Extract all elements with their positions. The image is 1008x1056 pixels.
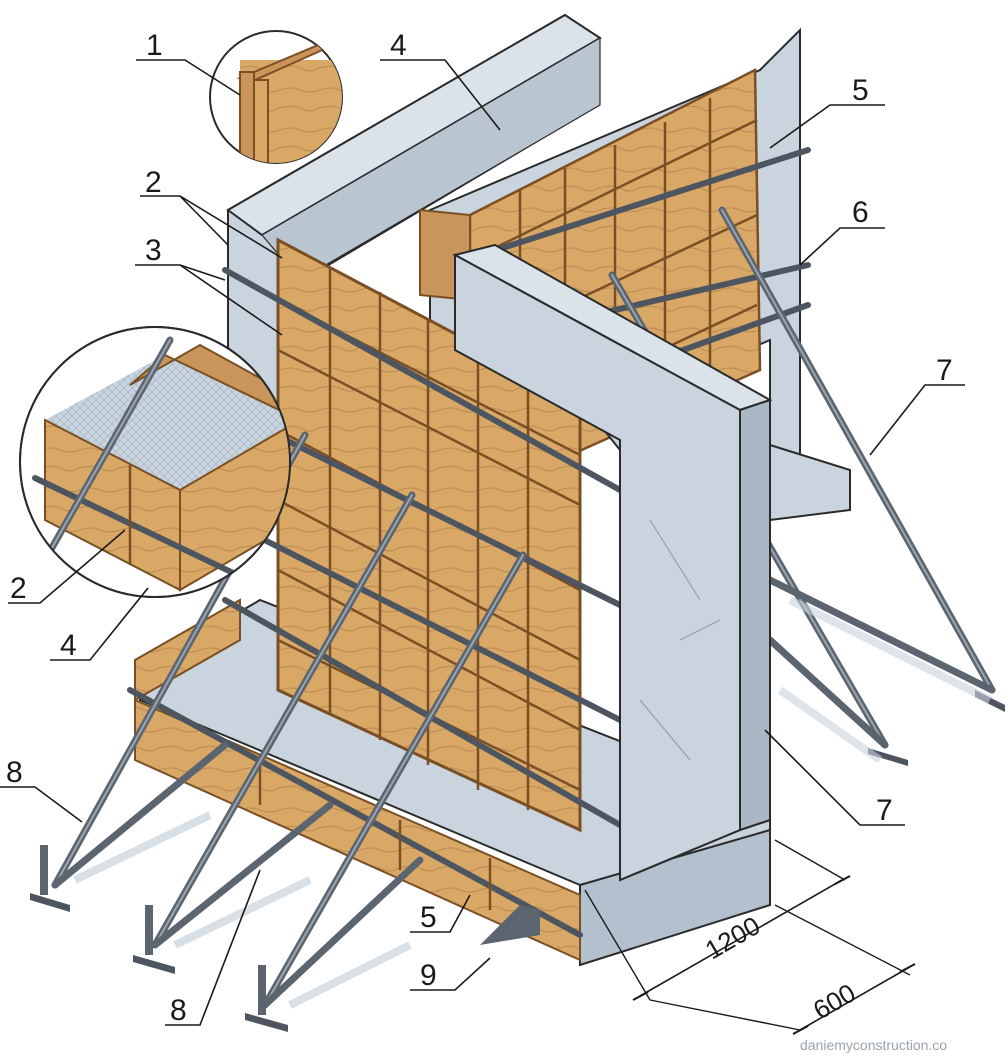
callout-5-bottom: 5 xyxy=(420,901,437,934)
callout-8-bottom: 8 xyxy=(170,994,187,1027)
front-concrete-wall xyxy=(452,243,773,882)
callout-2-detail: 2 xyxy=(10,572,27,605)
dimension-lines xyxy=(584,839,916,1035)
callout-1: 1 xyxy=(146,29,163,62)
callout-6: 6 xyxy=(852,196,869,229)
leader-lines xyxy=(0,59,965,1026)
callout-2-top: 2 xyxy=(145,166,162,199)
callout-5-top: 5 xyxy=(852,74,869,107)
detail-circle-corner xyxy=(209,30,343,164)
callout-4-top: 4 xyxy=(390,29,407,62)
dimension-depth-label: 600 xyxy=(808,978,861,1026)
callout-3: 3 xyxy=(145,234,162,267)
callout-7-bottom: 7 xyxy=(876,794,893,827)
callout-8-left: 8 xyxy=(6,756,23,789)
callout-4-detail: 4 xyxy=(60,629,77,662)
callout-9: 9 xyxy=(420,959,437,992)
watermark-text: daniemyconstruction.co xyxy=(800,1037,947,1053)
callout-labels: 1 4 2 3 5 6 7 7 2 4 8 8 5 9 xyxy=(6,29,953,1027)
callout-7-top: 7 xyxy=(936,354,953,387)
front-formwork-panel xyxy=(222,237,623,833)
